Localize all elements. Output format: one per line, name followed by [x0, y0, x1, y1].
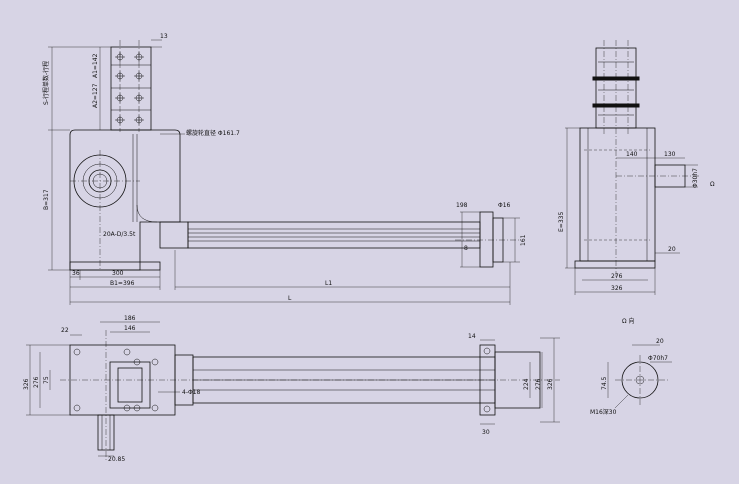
- top-d14-label: 14: [468, 333, 476, 340]
- rod-clevis-icon: [483, 347, 491, 413]
- e-label: E=335: [558, 212, 565, 232]
- top-d75-label: 75: [43, 376, 50, 384]
- mounting-hole-icon: [73, 348, 159, 412]
- model-label: 20A-D/3.5t: [103, 231, 136, 238]
- top-d30-label: 30: [482, 429, 490, 436]
- holes-label: 4-Φ18: [182, 389, 201, 396]
- bolt-dim-label: 13: [160, 33, 168, 40]
- top-d22-label: 22: [61, 327, 69, 334]
- side-bolt-icon: [592, 61, 640, 116]
- d300-label: 300: [112, 270, 124, 277]
- a2-label: A2=127: [92, 83, 99, 108]
- top-r224-label: 224: [523, 378, 530, 390]
- d198-label: 198: [456, 202, 468, 209]
- top-r326-label: 326: [547, 378, 554, 390]
- top-view: 186 146 22 326 276 75 4-Φ18 20.85 14 30 …: [23, 315, 560, 463]
- d16-label: Φ16: [498, 202, 511, 209]
- stroke-note-label: S-行程单数-行程: [42, 61, 50, 105]
- d8-label: 8: [464, 245, 468, 252]
- shaft-h-label: 74.5: [601, 376, 608, 390]
- top-d20-85-label: 20.85: [108, 456, 125, 463]
- top-d186-label: 186: [124, 315, 136, 322]
- shaft-dia-label-2: Φ70h7: [648, 355, 668, 362]
- top-d326-label: 326: [23, 378, 30, 390]
- side-d20-label: 20: [668, 246, 676, 253]
- front-view: 13 A1=142 A2=127 S-行程单数-行程 B=317 螺旋轮直径 Φ…: [42, 33, 527, 305]
- shaft-view: Ω 向 20 Φ70h7 74.5 M16深30: [590, 317, 672, 416]
- side-d276-label: 276: [611, 273, 623, 280]
- side-d140-label: 140: [626, 151, 638, 158]
- top-r276-label: 276: [535, 378, 542, 390]
- side-view: 140 130 Φ30h7 Ω E=335 20 276 326: [558, 40, 715, 295]
- shaft-dia-label: Φ30h7: [692, 168, 699, 188]
- shaft-view-title: Ω 向: [622, 317, 635, 325]
- bracket-bolt-icon: [115, 52, 144, 125]
- d36-label: 36: [72, 270, 80, 277]
- l-label: L: [288, 295, 292, 302]
- b-height-label: B=317: [43, 189, 50, 210]
- top-d276-label: 276: [33, 376, 40, 388]
- b1-label: B1=396: [110, 280, 135, 287]
- handwheel-label: 螺旋轮直径 Φ161.7: [186, 129, 240, 137]
- a1-label: A1=142: [92, 53, 99, 78]
- right-mark-label: Ω: [710, 181, 715, 188]
- side-d130-label: 130: [664, 151, 676, 158]
- top-d146-label: 146: [124, 325, 136, 332]
- shaft-d20-label: 20: [656, 338, 664, 345]
- side-d326-label: 326: [611, 285, 623, 292]
- thread-label: M16深30: [590, 408, 617, 416]
- d161-label: 161: [520, 234, 527, 246]
- l1-label: L1: [325, 280, 332, 287]
